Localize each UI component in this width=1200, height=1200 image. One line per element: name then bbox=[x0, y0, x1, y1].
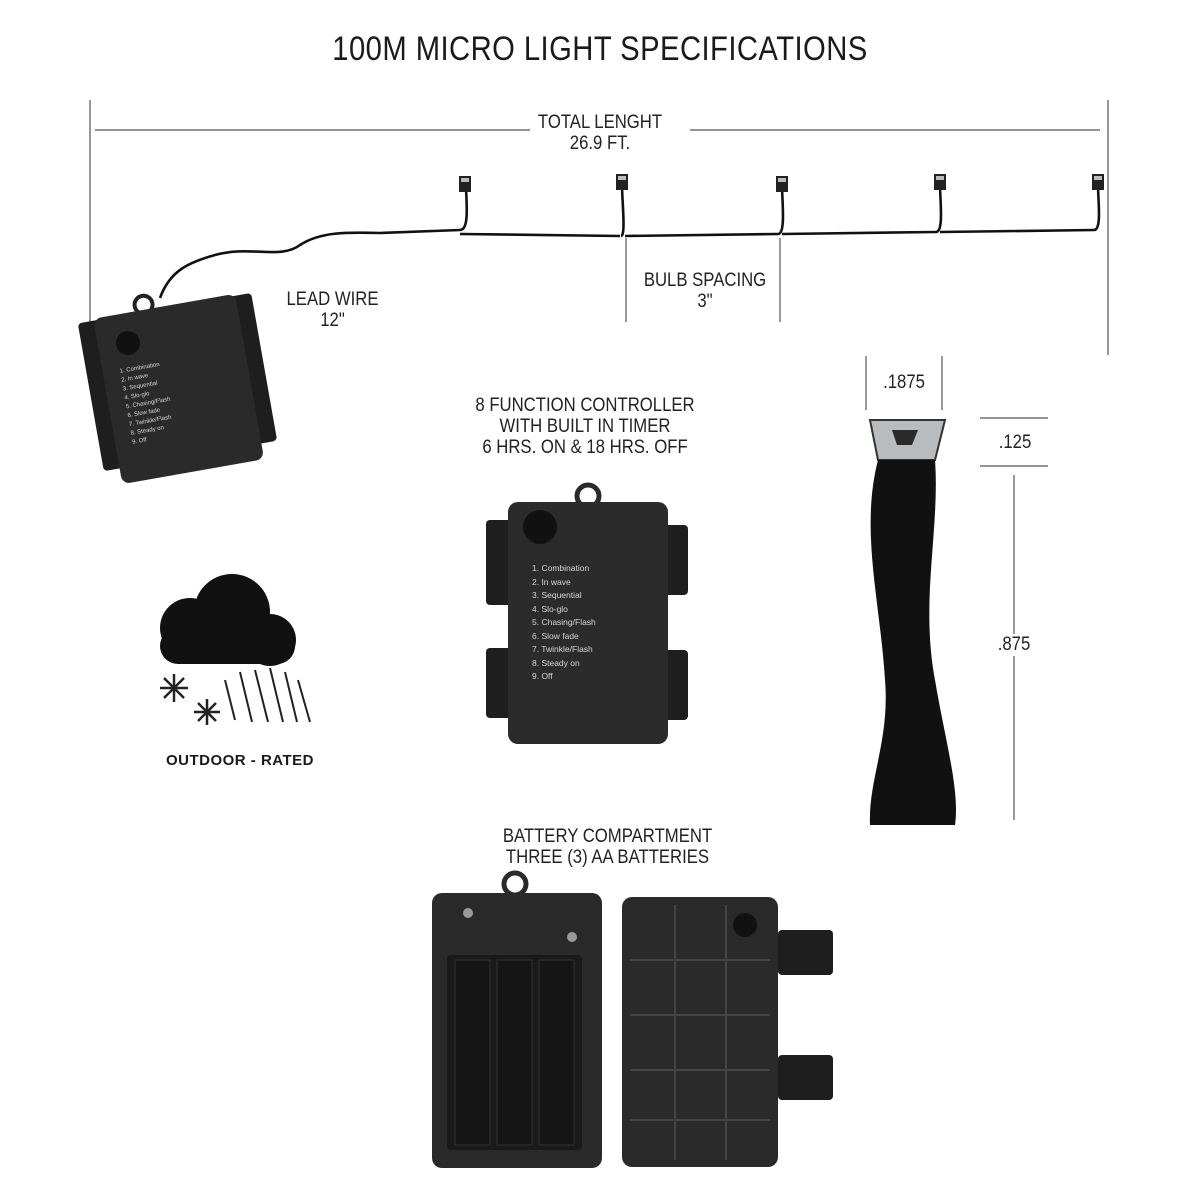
controller-label: 8 FUNCTION CONTROLLER WITH BUILT IN TIME… bbox=[457, 395, 712, 458]
page-title: 100M MICRO LIGHT SPECIFICATIONS bbox=[332, 30, 868, 68]
total-length-dimension bbox=[89, 100, 1109, 355]
function-item: 8. Steady on bbox=[532, 657, 580, 668]
bulb-spacing-dimension bbox=[625, 238, 781, 322]
total-length-value: 26.9 FT. bbox=[569, 133, 631, 154]
bulb-spacing-label: BULB SPACING 3" bbox=[630, 270, 780, 312]
bulb-width-dim: .1875 bbox=[883, 372, 925, 393]
battery-label: BATTERY COMPARTMENT THREE (3) AA BATTERI… bbox=[487, 826, 729, 868]
function-item: 5. Chasing/Flash bbox=[532, 617, 596, 627]
battery-line-1: BATTERY COMPARTMENT bbox=[502, 826, 713, 847]
lead-wire-title: LEAD WIRE bbox=[286, 289, 379, 310]
small-controller-image: 1. Combination 2. In wave 3. Sequential … bbox=[78, 293, 277, 483]
string-bulbs bbox=[459, 174, 1104, 192]
function-item: 2. In wave bbox=[532, 576, 571, 587]
function-item: 4. Slo-glo bbox=[532, 603, 568, 614]
bulb-spacing-value: 3" bbox=[697, 291, 713, 312]
function-item: 7. Twinkle/Flash bbox=[532, 644, 593, 654]
outdoor-rated-label: OUTDOOR - RATED bbox=[165, 752, 315, 769]
bulb-height-dim: .875 bbox=[991, 634, 1037, 656]
function-item: 9. Off bbox=[532, 671, 553, 681]
lead-wire-label: LEAD WIRE 12" bbox=[260, 289, 405, 331]
svg-text:4. Slo-glo: 4. Slo-glo bbox=[124, 391, 151, 401]
controller-line-3: 6 HRS. ON & 18 HRS. OFF bbox=[482, 437, 688, 458]
lead-wire-value: 12" bbox=[320, 310, 345, 331]
svg-text:8. Steady on: 8. Steady on bbox=[130, 425, 164, 437]
cloud-snow-rain-icon bbox=[160, 574, 311, 725]
bulb-spacing-title: BULB SPACING bbox=[643, 270, 767, 291]
function-item: 3. Sequential bbox=[532, 590, 582, 600]
bulb-closeup-image bbox=[868, 419, 956, 825]
total-length-title: TOTAL LENGHT bbox=[537, 112, 663, 133]
controller-function-list: 1. Combination 2. In wave 3. Sequential … bbox=[532, 562, 662, 684]
svg-text:9. Off: 9. Off bbox=[132, 437, 148, 445]
function-item: 6. Slow fade bbox=[532, 630, 579, 641]
svg-text:3. Sequential: 3. Sequential bbox=[122, 381, 158, 393]
battery-line-2: THREE (3) AA BATTERIES bbox=[505, 847, 710, 868]
svg-text:2. In wave: 2. In wave bbox=[121, 373, 150, 384]
bulb-tip-dim: .125 bbox=[998, 432, 1032, 453]
battery-compartment-image bbox=[432, 870, 833, 1168]
controller-line-2: WITH BUILT IN TIMER bbox=[499, 416, 671, 437]
function-item: 1. Combination bbox=[532, 563, 590, 573]
controller-image bbox=[486, 482, 688, 744]
controller-line-1: 8 FUNCTION CONTROLLER bbox=[475, 395, 695, 416]
total-length-label: TOTAL LENGHT 26.9 FT. bbox=[486, 112, 715, 154]
svg-text:6. Slow fade: 6. Slow fade bbox=[127, 407, 161, 419]
